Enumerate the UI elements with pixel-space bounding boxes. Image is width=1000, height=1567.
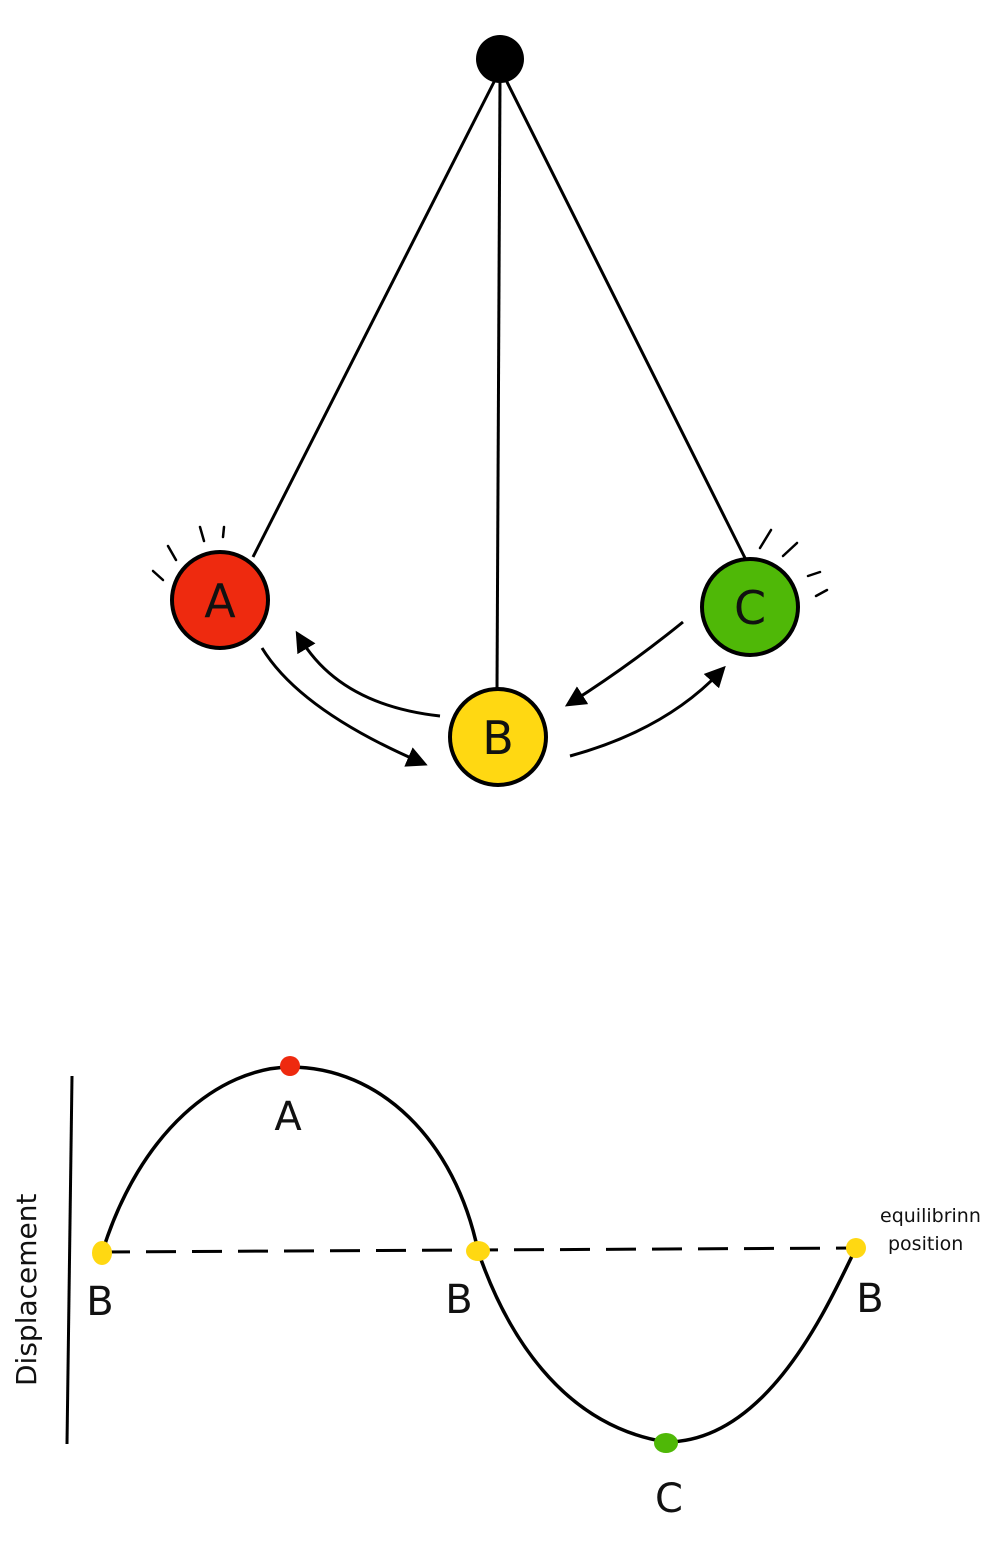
equilibrium-label-line2: position [888, 1233, 963, 1255]
graph-point-c [654, 1433, 678, 1453]
displacement-axis [65, 1075, 74, 1445]
equilibrium-label-line1: equilibrinn [880, 1205, 981, 1227]
graph-point-b3 [846, 1238, 866, 1258]
arrow-b-to-a [295, 630, 441, 718]
ball-a: A [170, 550, 270, 650]
arrow-c-to-b [564, 620, 684, 707]
motion-marks-a [151, 525, 226, 582]
pivot-point [476, 35, 524, 83]
ball-b-label: B [482, 711, 514, 765]
ball-c: C [700, 557, 800, 657]
motion-marks-c [758, 528, 829, 598]
string-c [503, 77, 747, 559]
graph-label-b3: B [856, 1276, 883, 1322]
graph-point-b2 [466, 1241, 490, 1261]
graph-label-c: C [655, 1476, 683, 1522]
string-b [495, 79, 502, 691]
ball-a-label: A [204, 574, 236, 628]
arrow-a-to-b [260, 647, 428, 767]
graph-label-a: A [274, 1094, 302, 1140]
ball-c-label: C [734, 581, 766, 635]
graph-point-b1 [92, 1241, 112, 1265]
arrow-b-to-c [569, 665, 726, 758]
graph-label-b1: B [86, 1279, 113, 1325]
graph-label-b2: B [445, 1277, 472, 1323]
string-a [251, 77, 498, 558]
graph-point-a [280, 1056, 300, 1076]
axis-label: Displacement [10, 1193, 43, 1386]
ball-b: B [448, 687, 548, 787]
